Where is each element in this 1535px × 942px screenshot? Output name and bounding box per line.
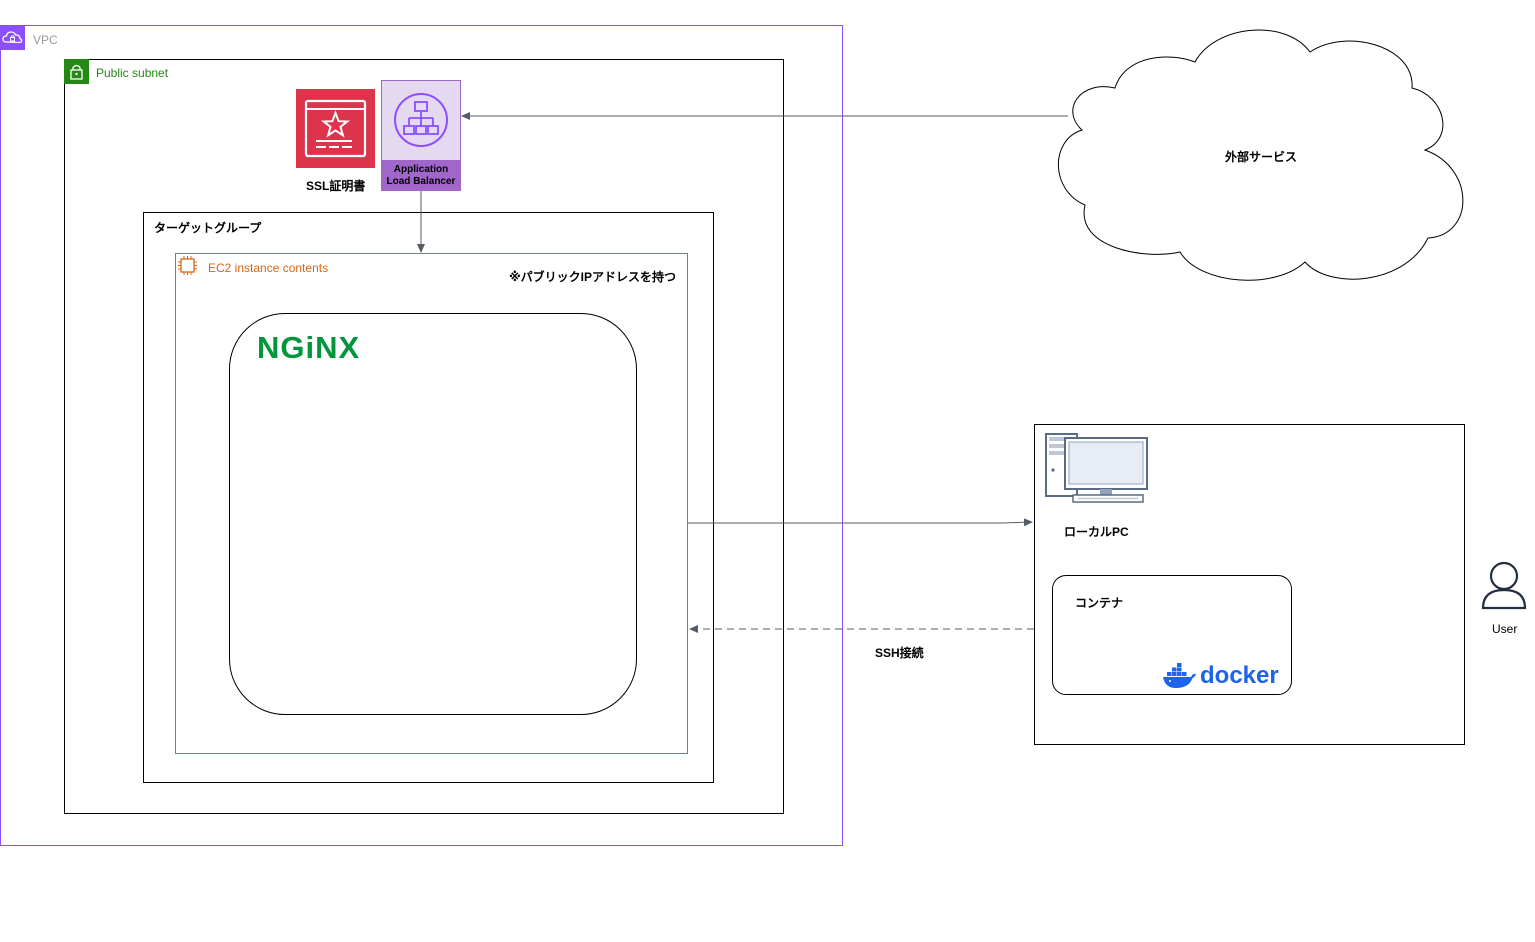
target-group-label: ターゲットグループ xyxy=(154,221,262,235)
ec2-public-ip-note: ※パブリックIPアドレスを持つ xyxy=(509,270,677,284)
ssh-connection-label: SSH接続 xyxy=(875,646,924,660)
container-group[interactable] xyxy=(1052,575,1292,695)
ec2-chip-icon xyxy=(175,253,200,278)
vpc-icon xyxy=(0,25,25,50)
ec2-label: EC2 instance contents xyxy=(208,261,329,275)
docker-whale-icon xyxy=(1162,663,1198,691)
nginx-container[interactable] xyxy=(229,313,637,715)
local-pc-label: ローカルPC xyxy=(1064,525,1129,539)
subnet-lock-icon xyxy=(64,59,89,84)
alb-label-band xyxy=(381,160,461,191)
user-icon xyxy=(1481,560,1527,610)
container-label: コンテナ xyxy=(1075,596,1124,610)
user-label: User xyxy=(1492,622,1518,636)
vpc-group[interactable] xyxy=(0,25,843,846)
target-group[interactable] xyxy=(143,212,714,783)
ssl-certificate-icon[interactable] xyxy=(296,89,375,168)
public-subnet-label: Public subnet xyxy=(96,66,169,80)
nginx-logo: NGiNX xyxy=(257,330,361,365)
desktop-computer-icon xyxy=(1045,432,1149,506)
local-pc-group[interactable] xyxy=(1034,424,1465,745)
alb-label-line1: Application xyxy=(393,164,449,175)
alb-label-line2: Load Balancer xyxy=(386,176,456,187)
alb-icon xyxy=(381,80,461,160)
ec2-instance-group[interactable] xyxy=(175,253,688,754)
public-subnet-group[interactable] xyxy=(64,59,784,814)
ssl-label: SSL証明書 xyxy=(306,179,366,193)
external-service-label: 外部サービス xyxy=(1225,150,1298,164)
vpc-label: VPC xyxy=(33,33,58,47)
docker-logo-text: docker xyxy=(1200,662,1279,689)
